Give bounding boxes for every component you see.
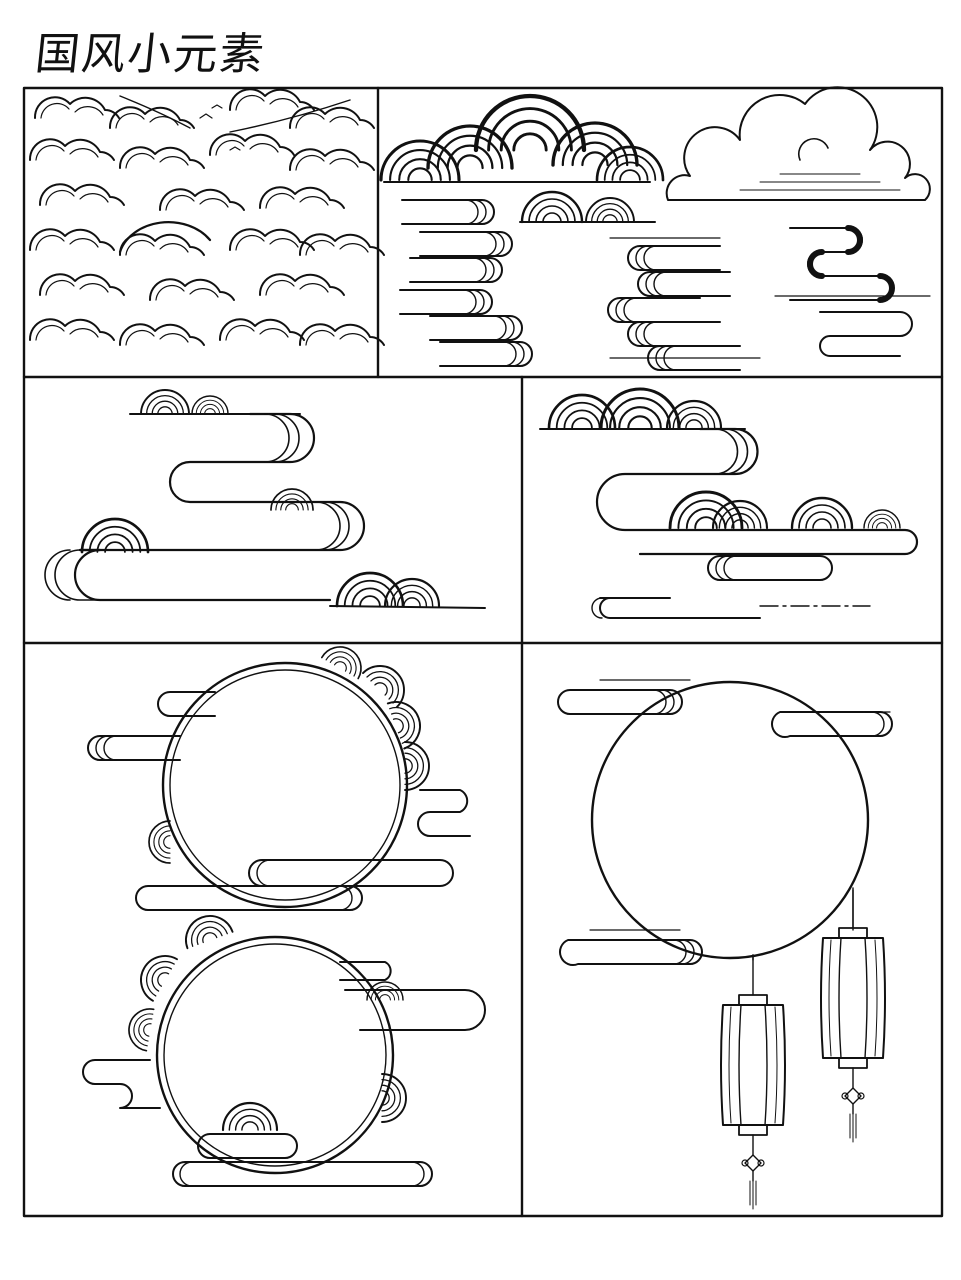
cloud-motif-icon: [379, 86, 931, 371]
moon-frame-icon: [82, 638, 486, 1187]
ribbon-cloud-icon: [539, 387, 919, 619]
moon-frame-icon: [557, 679, 893, 966]
panel-moon-lanterns: [557, 679, 893, 1210]
lantern-icon: [720, 887, 886, 1210]
panel-sky-clouds: [28, 88, 385, 346]
grid-frame: [22, 86, 944, 1218]
panel-moon-frames: [82, 638, 486, 1187]
panel-cloud-collection: [379, 86, 931, 371]
panel-ribbon-cloud-right: [539, 387, 919, 619]
panel-ribbon-cloud-left: [44, 389, 486, 609]
cloud-sea-icon: [28, 88, 385, 346]
ribbon-cloud-icon: [44, 389, 486, 609]
